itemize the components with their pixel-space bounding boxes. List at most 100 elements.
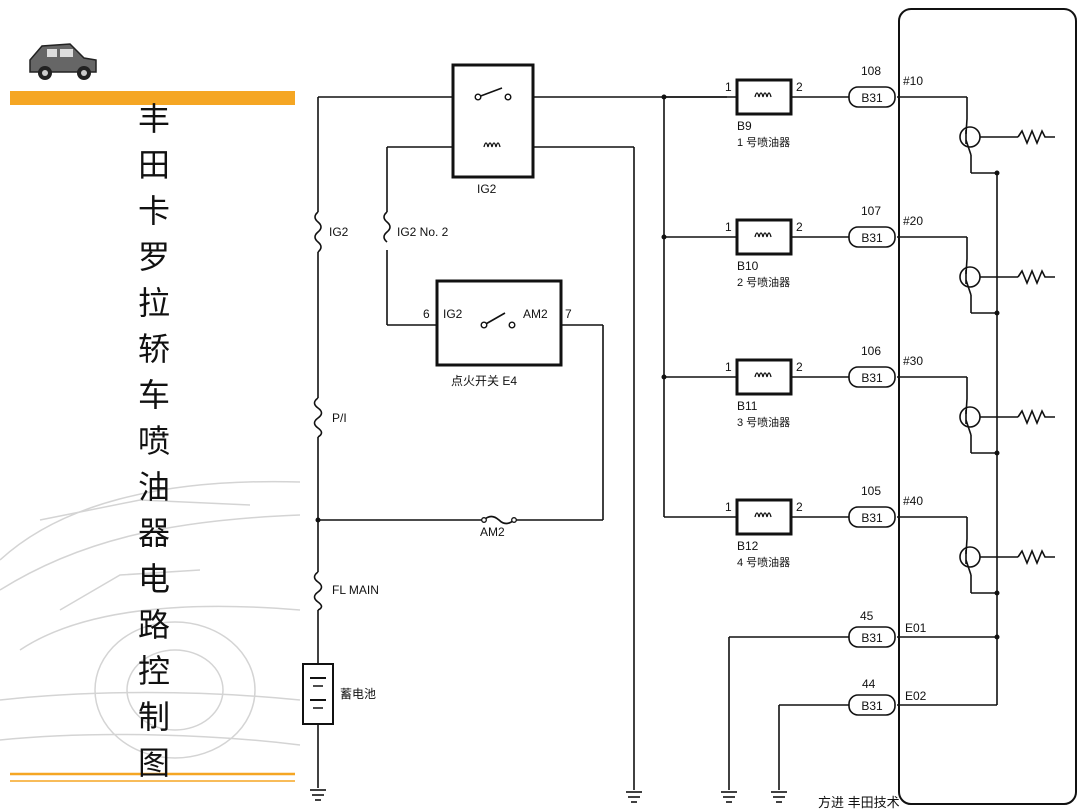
title-char: 油 bbox=[137, 468, 170, 506]
ignition-switch-e4 bbox=[435, 279, 563, 367]
title-char: 拉 bbox=[137, 284, 170, 322]
ecu-pin-label: 108 bbox=[861, 64, 881, 78]
ig2-relay-label: IG2 bbox=[477, 182, 497, 196]
title-char: 卡 bbox=[137, 192, 170, 230]
signal-label: E02 bbox=[905, 689, 927, 703]
title-char: 田 bbox=[137, 146, 170, 184]
switch-ig2-label: IG2 bbox=[443, 307, 463, 321]
page-title: 丰田卡罗拉轿车喷油器电路控制图 bbox=[134, 96, 174, 786]
fuse-ig2-icon bbox=[314, 211, 322, 253]
connector-b31-shape bbox=[848, 366, 896, 388]
signal-label: #40 bbox=[903, 494, 923, 508]
injector-name: 2 号喷油器 bbox=[737, 275, 790, 289]
fuse-fl-main-icon bbox=[313, 571, 323, 611]
title-char: 电 bbox=[137, 560, 170, 598]
ground-connector-e02: 44 B31 E02 bbox=[848, 677, 927, 716]
injector-pin-in: 1 bbox=[725, 360, 732, 374]
injector-bus bbox=[661, 94, 667, 517]
injector-id: B12 bbox=[737, 539, 759, 553]
connector-label: B31 bbox=[861, 511, 883, 525]
driver-transistor-icon bbox=[959, 398, 1055, 436]
fuse-ig2-no2-icon bbox=[383, 211, 391, 243]
signal-label: E01 bbox=[905, 621, 927, 635]
ecu-pin-label: 107 bbox=[861, 204, 881, 218]
switch-am2-label: AM2 bbox=[523, 307, 548, 321]
title-char: 路 bbox=[137, 606, 170, 644]
ground-symbol-e01 bbox=[721, 791, 737, 803]
driver-transistor-icon bbox=[959, 118, 1055, 156]
injector-id: B9 bbox=[737, 119, 752, 133]
injector-pin-in: 1 bbox=[725, 500, 732, 514]
fuse-am2-icon bbox=[481, 515, 517, 525]
switch-name-label: 点火开关 E4 bbox=[451, 374, 517, 388]
ecu-ground-wiring bbox=[728, 636, 997, 790]
title-char: 丰 bbox=[137, 100, 170, 138]
injector-pin-out: 2 bbox=[796, 80, 803, 94]
ground-connector-e01: 45 B31 E01 bbox=[848, 609, 927, 648]
injector-pin-out: 2 bbox=[796, 500, 803, 514]
signal-label: #10 bbox=[903, 74, 923, 88]
injector-pin-in: 1 bbox=[725, 220, 732, 234]
injector-coil-box bbox=[735, 218, 793, 256]
injector-id: B10 bbox=[737, 259, 759, 273]
injector-pin-out: 2 bbox=[796, 360, 803, 374]
connector-label: B31 bbox=[861, 371, 883, 385]
switch-pin-6: 6 bbox=[423, 307, 430, 321]
title-char: 图 bbox=[137, 744, 170, 782]
signal-label: #30 bbox=[903, 354, 923, 368]
connector-label: B31 bbox=[861, 631, 883, 645]
injector-name: 4 号喷油器 bbox=[737, 555, 790, 569]
injector-name: 1 号喷油器 bbox=[737, 135, 790, 149]
title-char: 器 bbox=[137, 514, 170, 552]
title-char: 控 bbox=[137, 652, 170, 690]
ground-symbol-e02 bbox=[771, 791, 787, 803]
battery-label: 蓄电池 bbox=[340, 687, 376, 701]
fuse-ig2-no2-label: IG2 No. 2 bbox=[397, 225, 449, 239]
car-logo-icon bbox=[29, 43, 97, 80]
switch-pin-7: 7 bbox=[565, 307, 572, 321]
fuse-pi-icon bbox=[313, 397, 323, 438]
injector-pin-in: 1 bbox=[725, 80, 732, 94]
connector-b31-shape bbox=[848, 506, 896, 528]
injector-id: B11 bbox=[737, 399, 758, 413]
injector-pin-out: 2 bbox=[796, 220, 803, 234]
footer-partial-text: 方进 丰田技术 bbox=[818, 795, 900, 809]
background-car-sketch bbox=[0, 480, 301, 759]
ecu-box bbox=[898, 8, 1077, 805]
injector-name: 3 号喷油器 bbox=[737, 415, 790, 429]
ecu-pin-label: 105 bbox=[861, 484, 881, 498]
signal-label: #20 bbox=[903, 214, 923, 228]
title-char: 轿 bbox=[137, 330, 170, 368]
ecu-pin-label: 44 bbox=[862, 677, 876, 691]
power-supply-circuit bbox=[315, 96, 727, 790]
connector-b31-shape bbox=[848, 226, 896, 248]
ecu-pin-label: 106 bbox=[861, 344, 881, 358]
battery-icon bbox=[302, 663, 334, 725]
connector-label: B31 bbox=[861, 91, 883, 105]
header-accent-bar bbox=[10, 91, 295, 105]
ecu-pin-label: 45 bbox=[860, 609, 874, 623]
connector-b31-shape bbox=[848, 86, 896, 108]
title-char: 喷 bbox=[137, 422, 170, 460]
ground-symbol-battery bbox=[310, 789, 326, 801]
fuse-pi-label: P/I bbox=[332, 411, 347, 425]
driver-transistor-icon bbox=[959, 258, 1055, 296]
driver-transistor-icon bbox=[959, 538, 1055, 576]
fuse-am2-label: AM2 bbox=[480, 525, 505, 539]
ig2-relay bbox=[451, 63, 535, 179]
injector-coil-box bbox=[735, 358, 793, 396]
connector-label: B31 bbox=[861, 231, 883, 245]
connector-label: B31 bbox=[861, 699, 883, 713]
injector-coil-box bbox=[735, 78, 793, 116]
ground-symbol-relay bbox=[626, 791, 642, 803]
fuse-fl-main-label: FL MAIN bbox=[332, 583, 379, 597]
title-char: 制 bbox=[137, 698, 170, 736]
title-char: 车 bbox=[137, 376, 170, 414]
fuse-ig2-label: IG2 bbox=[329, 225, 349, 239]
